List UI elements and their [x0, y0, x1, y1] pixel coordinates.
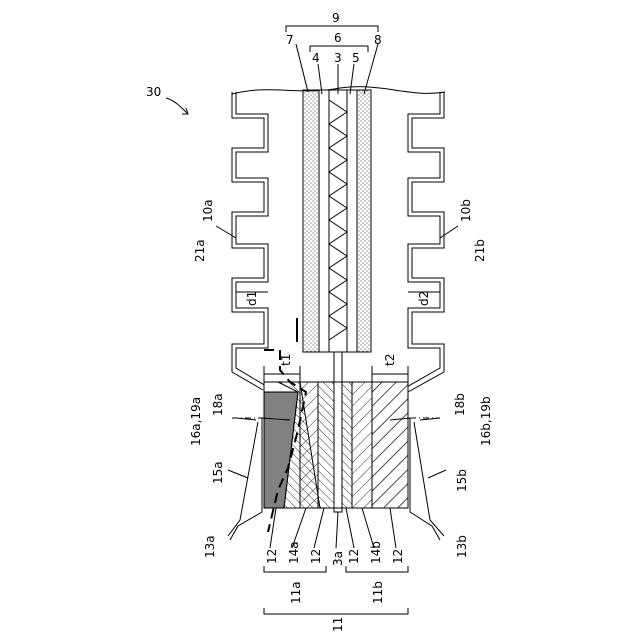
label-16a19a: 16a,19a: [189, 397, 203, 446]
insulator-12-right: [342, 382, 352, 508]
label-t2: t2: [383, 354, 397, 366]
label-5: 5: [352, 51, 360, 65]
label-10b: 10b: [459, 199, 473, 222]
layer-5: [347, 90, 357, 352]
sleeve-15b: [410, 418, 444, 540]
label-7: 7: [286, 33, 294, 47]
label-18b: 18b: [453, 393, 467, 416]
insulator-12-outer: [372, 382, 408, 508]
sleeve-15a: [228, 418, 262, 540]
label-11a: 11a: [289, 581, 303, 604]
label-13b: 13b: [455, 535, 469, 558]
label-d1: d1: [245, 291, 259, 306]
corrugated-sheath-right: [408, 92, 444, 392]
brace-11: [264, 608, 408, 614]
brace-11a: [264, 566, 326, 572]
label-16b19b: 16b,19b: [479, 396, 493, 446]
insulator-14b: [352, 382, 372, 508]
insulator-14a: [300, 382, 318, 508]
brace-9: [286, 26, 378, 32]
arrow-30: [166, 98, 188, 114]
label-8: 8: [374, 33, 382, 47]
label-15a: 15a: [211, 461, 225, 484]
label-12-c: 12: [347, 549, 361, 564]
label-12-d: 12: [391, 549, 405, 564]
insulator-12-center: [318, 382, 334, 508]
layer-4: [319, 90, 329, 352]
label-12-a: 12: [265, 549, 279, 564]
label-15b: 15b: [455, 469, 469, 492]
label-11: 11: [331, 617, 345, 632]
label-4: 4: [312, 51, 320, 65]
layer-7-outer: [303, 90, 319, 352]
corrugated-sheath-left-inner: [236, 92, 268, 386]
label-6: 6: [334, 31, 342, 45]
label-3: 3: [334, 51, 342, 65]
label-3a: 3a: [331, 551, 345, 566]
label-10a: 10a: [201, 199, 215, 222]
label-21b: 21b: [473, 239, 487, 262]
layer-8-outer: [357, 90, 371, 352]
label-9: 9: [332, 11, 340, 25]
label-11b: 11b: [371, 581, 385, 604]
label-14a: 14a: [287, 541, 301, 564]
label-13a: 13a: [203, 535, 217, 558]
label-14b: 14b: [369, 541, 383, 564]
label-30: 30: [146, 85, 161, 99]
brace-11b: [346, 566, 408, 572]
label-12-b: 12: [309, 549, 323, 564]
layer-3-conductor: [329, 90, 347, 352]
label-21a: 21a: [193, 239, 207, 262]
label-d2: d2: [417, 291, 431, 306]
label-t1: t1: [279, 354, 293, 366]
label-18a: 18a: [211, 393, 225, 416]
corrugated-sheath-left: [232, 92, 264, 390]
